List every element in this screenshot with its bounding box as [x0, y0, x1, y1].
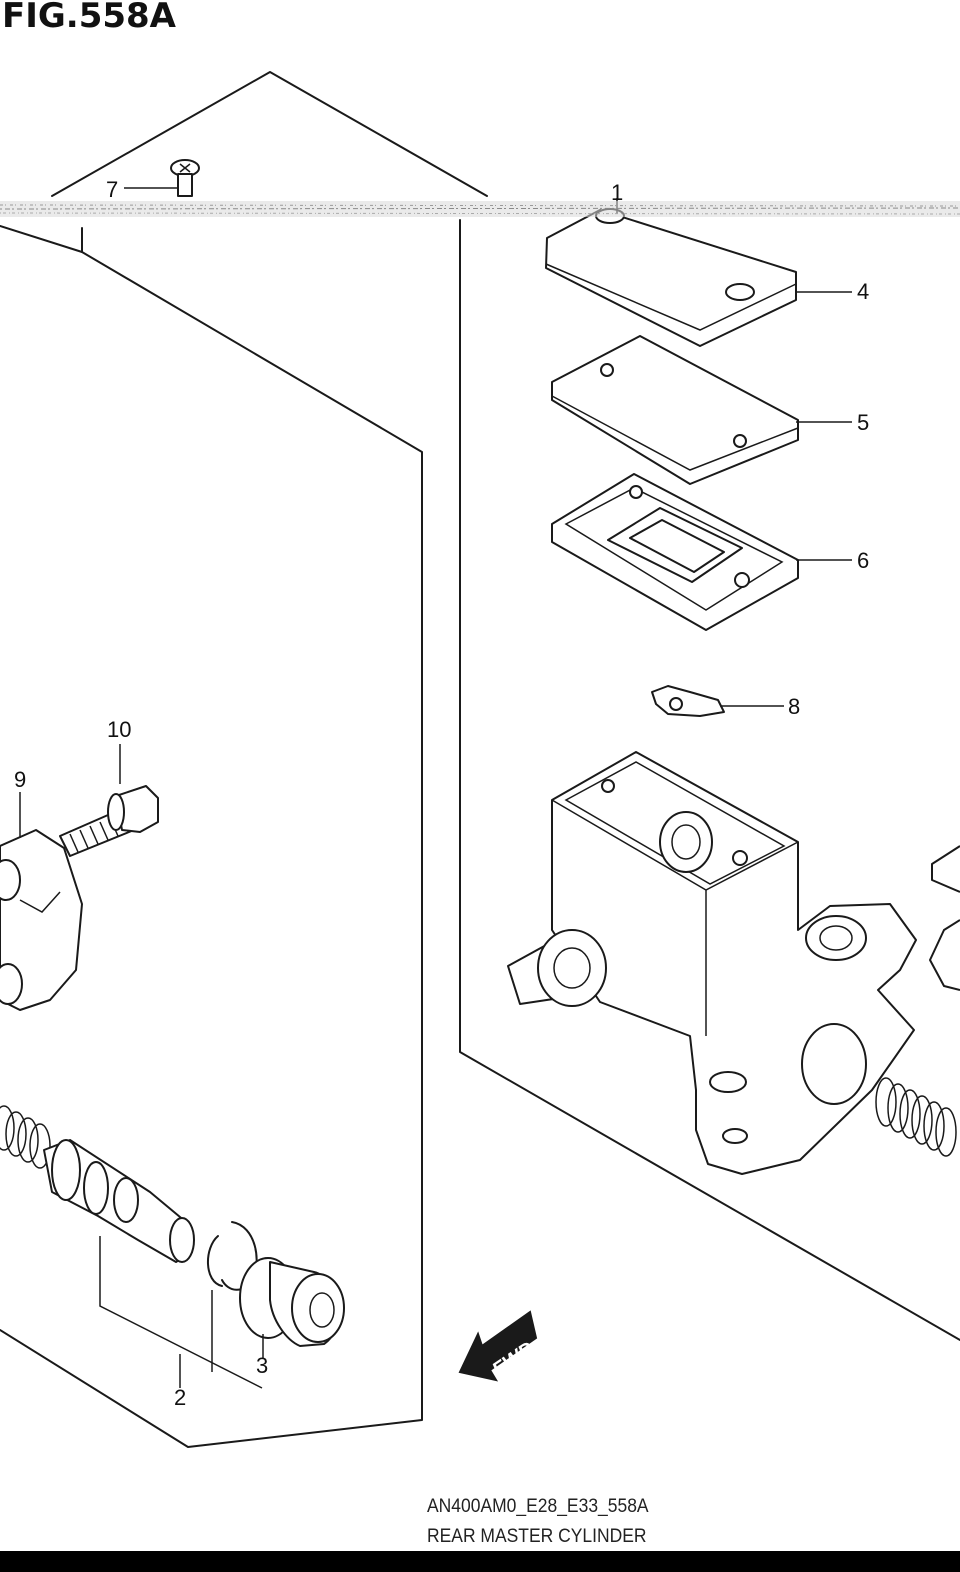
forward-arrow-icon: FWD: [458, 1310, 538, 1382]
piston-spring-left: [0, 1105, 51, 1169]
callout-2: 2: [174, 1385, 186, 1410]
callout-4: 4: [857, 279, 869, 304]
callout-3: 3: [256, 1353, 268, 1378]
callout-8: 8: [788, 694, 800, 719]
diagram-code: AN400AM0_E28_E33_558A: [427, 1496, 649, 1517]
master-cylinder-body: [507, 751, 960, 1175]
callout-10: 10: [107, 717, 131, 742]
reservoir-diaphragm: [551, 473, 799, 631]
reservoir-plate: [551, 335, 799, 485]
footer-bar: [0, 1551, 960, 1572]
leader-lines: [19, 187, 852, 1389]
clamp-bolt: [59, 785, 159, 857]
assembly-box-right: [459, 219, 960, 1341]
cap-screw: [170, 159, 200, 197]
mounting-clamp: [0, 829, 83, 1011]
reservoir-cap: [545, 208, 797, 347]
callout-6: 6: [857, 548, 869, 573]
scan-noise-band: [0, 201, 960, 217]
callout-1: 1: [611, 180, 623, 205]
assembly-box-left: [0, 71, 488, 1448]
piston-assembly: [43, 1139, 195, 1263]
callout-5: 5: [857, 410, 869, 435]
diagram-name: REAR MASTER CYLINDER: [427, 1526, 647, 1547]
piston-boot: [239, 1257, 345, 1347]
hose-clip: [651, 685, 725, 717]
callout-numbers: 7 1 4 5 6 8 10 9 2 3: [14, 177, 869, 1410]
callout-7: 7: [106, 177, 118, 202]
figure-title: FIG.558A: [2, 0, 176, 36]
callout-9: 9: [14, 767, 26, 792]
spring-right: [875, 1077, 957, 1157]
